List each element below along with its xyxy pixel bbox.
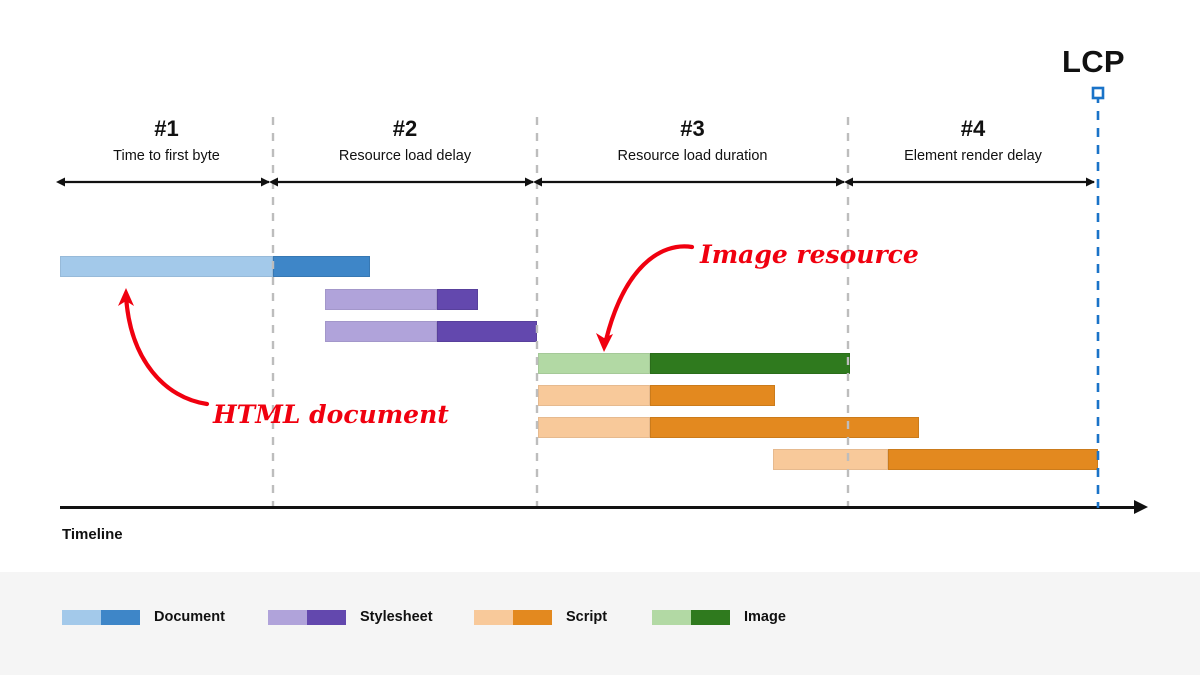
swatch-dark xyxy=(513,609,552,625)
legend-swatch-icon xyxy=(474,609,552,625)
phase-name: Time to first byte xyxy=(113,148,220,164)
swatch-light xyxy=(474,609,513,625)
legend-swatch-icon xyxy=(62,609,140,625)
phase-number: #1 xyxy=(154,116,179,141)
timeline-axis-line xyxy=(60,506,1142,509)
legend-label: Document xyxy=(154,609,225,625)
legend-label: Script xyxy=(566,609,608,625)
phase-name: Resource load duration xyxy=(617,148,768,164)
legend-swatch-icon xyxy=(268,609,346,625)
bar-segment-download xyxy=(650,353,850,374)
bar-segment-download xyxy=(650,385,775,406)
waterfall-bar-stylesheet-1 xyxy=(325,289,478,310)
phase-number: #2 xyxy=(392,116,418,141)
timeline-axis-arrow-icon xyxy=(1134,500,1148,514)
swatch-light xyxy=(652,609,691,625)
legend-swatch-icon xyxy=(652,609,730,625)
legend-band: Document Stylesheet Script Image xyxy=(0,572,1200,675)
swatch-light xyxy=(62,609,101,625)
phase-name: Resource load delay xyxy=(338,148,472,164)
annotation-html-document: HTML document xyxy=(213,400,449,429)
bar-segment-wait xyxy=(325,289,437,310)
legend-label: Stylesheet xyxy=(360,609,433,625)
phase-number: #3 xyxy=(680,116,705,141)
swatch-dark xyxy=(101,609,140,625)
legend-item-document: Document xyxy=(62,609,225,625)
swatch-dark xyxy=(307,609,346,625)
timeline-axis-label: Timeline xyxy=(62,526,123,543)
bar-segment-wait xyxy=(538,417,650,438)
lcp-label: LCP xyxy=(1062,44,1125,79)
bar-segment-wait xyxy=(538,353,650,374)
bar-segment-wait xyxy=(773,449,888,470)
legend-label: Image xyxy=(744,609,786,625)
legend-item-stylesheet: Stylesheet xyxy=(268,609,433,625)
bar-segment-download xyxy=(437,289,478,310)
waterfall-bar-script-6 xyxy=(773,449,1098,470)
legend-item-image: Image xyxy=(652,609,786,625)
waterfall-bar-stylesheet-2 xyxy=(325,321,537,342)
phase-number: #4 xyxy=(960,116,986,141)
legend-item-script: Script xyxy=(474,609,607,625)
bar-segment-wait xyxy=(325,321,437,342)
bar-segment-wait xyxy=(538,385,650,406)
waterfall-bar-script-5 xyxy=(538,417,919,438)
swatch-dark xyxy=(691,609,730,625)
bar-segment-download xyxy=(888,449,1098,470)
annotation-image-resource: Image resource xyxy=(700,240,919,269)
bar-segment-wait xyxy=(60,256,273,277)
waterfall-bar-image-3 xyxy=(538,353,850,374)
waterfall-bar-document-0 xyxy=(60,256,370,277)
chart-area xyxy=(0,0,1200,572)
phase-name: Element render delay xyxy=(904,148,1042,164)
bar-segment-download xyxy=(273,256,370,277)
waterfall-bar-script-4 xyxy=(538,385,775,406)
swatch-light xyxy=(268,609,307,625)
bar-segment-download xyxy=(437,321,537,342)
bar-segment-download xyxy=(650,417,919,438)
